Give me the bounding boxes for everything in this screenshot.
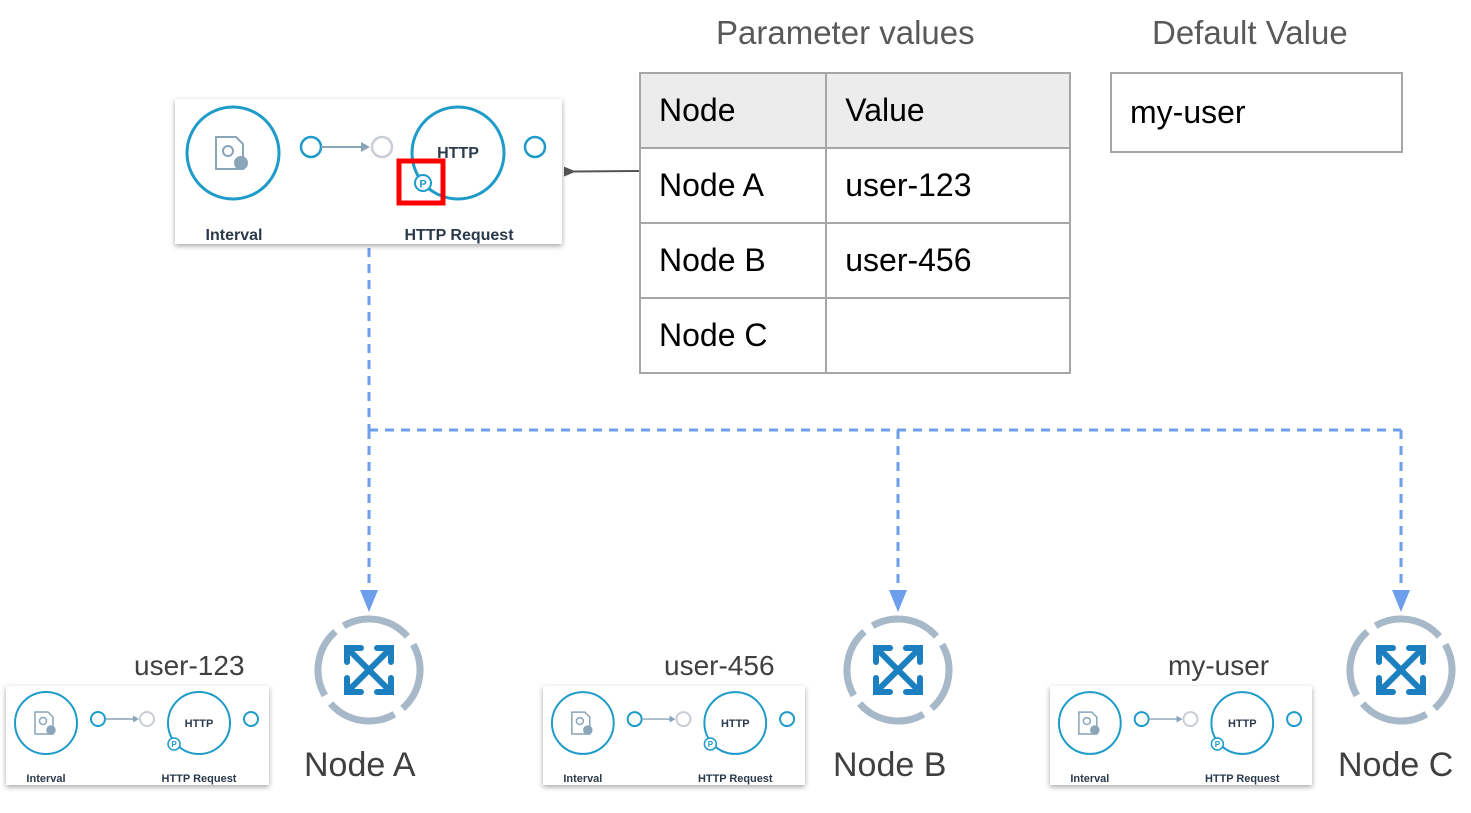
flow-diagram: HTTP P Interval HTTP Request [14, 691, 259, 785]
http-output-port-icon [523, 135, 547, 159]
flow-diagram: HTTP P Interval HTTP Request [185, 105, 547, 244]
node-c-flow-card[interactable]: HTTP P Interval HTTP Request [1050, 686, 1312, 785]
output-port-icon [90, 711, 106, 727]
http-node-text: HTTP [1228, 718, 1257, 730]
interval-icon [215, 136, 248, 170]
link-arrowhead [669, 715, 676, 723]
table-cell-node: Node B [638, 222, 828, 299]
default-value-heading: Default Value [1152, 14, 1348, 51]
parameter-badge-text: P [171, 740, 177, 749]
table-cell-value: user-456 [825, 222, 1071, 299]
http-output-port-icon [779, 711, 796, 728]
input-port-icon [370, 135, 394, 159]
parameter-badge-text: P [708, 740, 714, 749]
parameter-values-heading: Parameter values [716, 14, 975, 51]
node-c-label: Node C [1338, 746, 1454, 784]
default-value-box: my-user [1110, 72, 1403, 153]
node-c-user-label: my-user [1168, 650, 1270, 681]
table-cell-value: user-123 [825, 147, 1071, 224]
link-arrowhead [361, 142, 370, 152]
node-b-icon [843, 615, 953, 725]
table-row: Node B user-456 [638, 222, 1071, 299]
input-port-icon [675, 711, 692, 728]
http-output-port-icon [243, 711, 259, 727]
node-a-label: Node A [304, 746, 416, 784]
parameter-badge-icon [167, 737, 181, 751]
http-output-port-icon [1286, 711, 1303, 728]
main-flow-card[interactable]: HTTP P Interval HTTP Request [175, 99, 562, 244]
parameter-badge[interactable]: P [396, 158, 446, 206]
flow-diagram: HTTP P Interval HTTP Request [1057, 691, 1303, 785]
table-cell-value [825, 297, 1071, 374]
http-request-node [167, 691, 231, 755]
arrowhead-node-b [889, 590, 907, 612]
node-c-icon [1346, 615, 1456, 725]
http-request-node [1210, 691, 1275, 755]
table-row: Node C [638, 297, 1071, 374]
parameter-badge-icon [703, 737, 718, 751]
table-header-row: Node Value [638, 72, 1071, 149]
parameter-badge-text: P [1215, 740, 1221, 749]
interval-node [185, 105, 281, 201]
column-header-value: Value [825, 72, 1071, 149]
flow-diagram: HTTP P Interval HTTP Request [550, 691, 796, 785]
http-request-node: HTTP [410, 105, 506, 201]
http-node-text: HTTP [437, 145, 479, 162]
table-cell-node: Node C [638, 297, 828, 374]
distribution-lines [367, 248, 1403, 592]
node-b-user-label: user-456 [664, 650, 775, 681]
table-row: Node A user-123 [638, 147, 1071, 224]
parameter-badge-text: P [419, 179, 426, 191]
interval-label: Interval [206, 227, 263, 244]
interval-label: Interval [1070, 773, 1109, 785]
arrowhead-node-a [360, 590, 378, 612]
node-a-user-label: user-123 [134, 650, 245, 681]
node-a-flow-card[interactable]: HTTP P Interval HTTP Request [6, 686, 269, 785]
interval-icon [34, 711, 56, 735]
link-arrowhead [133, 715, 139, 723]
output-port-icon [1133, 711, 1150, 728]
http-request-label: HTTP Request [1205, 773, 1280, 785]
parameter-table: Node Value Node A user-123 Node B user-4… [638, 72, 1071, 374]
interval-icon [571, 711, 593, 735]
http-node-text: HTTP [185, 718, 214, 730]
interval-label: Interval [26, 773, 65, 785]
table-to-flow-arrow [563, 166, 640, 177]
link-arrowhead [1176, 715, 1183, 723]
column-header-node: Node [638, 72, 828, 149]
input-port-icon [139, 711, 155, 727]
http-request-label: HTTP Request [698, 773, 773, 785]
http-request-label: HTTP Request [404, 227, 514, 244]
input-port-icon [1182, 711, 1199, 728]
http-request-node [703, 691, 768, 755]
node-a-icon [314, 615, 424, 725]
output-port-icon [299, 135, 323, 159]
http-node-text: HTTP [721, 718, 750, 730]
output-port-icon [626, 711, 643, 728]
parameter-badge-icon [1210, 737, 1225, 751]
interval-label: Interval [563, 773, 602, 785]
node-b-flow-card[interactable]: HTTP P Interval HTTP Request [543, 686, 805, 785]
http-request-label: HTTP Request [162, 773, 237, 785]
interval-icon [1078, 711, 1100, 735]
node-b-label: Node B [833, 746, 947, 784]
table-cell-node: Node A [638, 147, 828, 224]
arrowhead-node-c [1392, 590, 1410, 612]
